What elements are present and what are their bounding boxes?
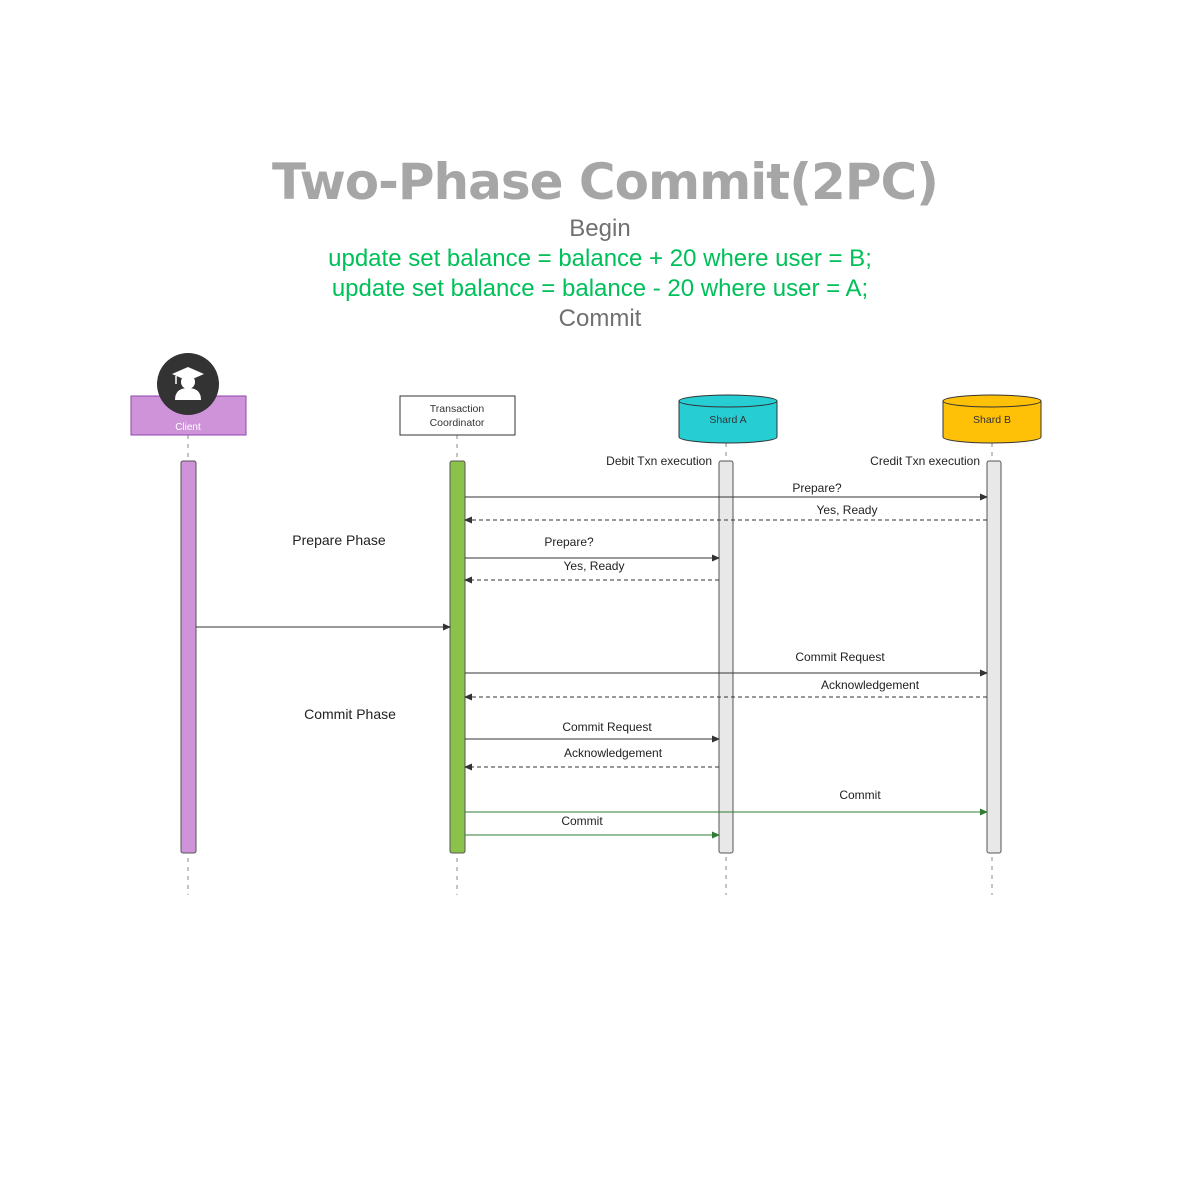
coordinator-label-line1: Transaction [430, 403, 485, 415]
prepare-phase-label: Prepare Phase [292, 532, 386, 548]
shard-a-participant: Shard A [678, 394, 778, 444]
svg-text:Prepare?: Prepare? [544, 535, 594, 549]
shard-a-activation-bar [718, 460, 734, 854]
coordinator-box [399, 395, 516, 436]
svg-text:Commit: Commit [561, 814, 603, 828]
svg-text:Prepare?: Prepare? [792, 481, 842, 495]
message-ack-b: Acknowledgement [464, 678, 987, 701]
commit-phase-label: Commit Phase [304, 706, 396, 722]
svg-text:Yes, Ready: Yes, Ready [564, 559, 625, 573]
svg-text:Acknowledgement: Acknowledgement [564, 746, 663, 760]
svg-text:Acknowledgement: Acknowledgement [821, 678, 920, 692]
coordinator-participant: Transaction Coordinator [399, 395, 516, 436]
title-block: Two-Phase Commit(2PC) Begin update set b… [0, 150, 1200, 334]
message-commit-a: Commit [465, 814, 720, 839]
svg-text:Commit Request: Commit Request [562, 720, 652, 734]
shard-b-cylinder [942, 401, 1042, 444]
sql-commit: Commit [558, 305, 642, 332]
credit-execution-label: Credit Txn execution [870, 454, 980, 468]
shard-b-label: Shard B [973, 414, 1011, 426]
graduate-user-icon [157, 353, 219, 415]
message-ack-a: Acknowledgement [464, 746, 719, 771]
client-participant: Client [130, 353, 247, 436]
message-commit-request-a: Commit Request [465, 720, 720, 743]
sql-update-a: update set balance = balance - 20 where … [331, 275, 869, 302]
coordinator-label-line2: Coordinator [430, 417, 485, 429]
diagram-title: Two-Phase Commit(2PC) [271, 153, 939, 211]
svg-text:Commit Request: Commit Request [795, 650, 885, 664]
message-prepare-a: Prepare? [465, 535, 720, 562]
message-ready-b: Yes, Ready [464, 503, 987, 524]
shard-b-activation-bar [986, 460, 1002, 854]
message-commit-b: Commit [465, 788, 988, 816]
sql-begin: Begin [569, 215, 631, 242]
svg-text:Commit: Commit [839, 788, 881, 802]
shard-a-label: Shard A [709, 414, 746, 426]
client-label: Client [175, 422, 201, 433]
client-activation-bar [180, 460, 197, 854]
message-commit-request-b: Commit Request [465, 650, 988, 677]
message-ready-a: Yes, Ready [464, 559, 719, 584]
coordinator-activation-bar [449, 460, 466, 854]
message-prepare-b: Prepare? [465, 481, 988, 501]
shard-a-cylinder [678, 401, 778, 444]
debit-execution-label: Debit Txn execution [606, 454, 712, 468]
shard-b-participant: Shard B [942, 394, 1042, 444]
sql-update-b: update set balance = balance + 20 where … [328, 245, 872, 272]
svg-text:Yes, Ready: Yes, Ready [817, 503, 878, 517]
